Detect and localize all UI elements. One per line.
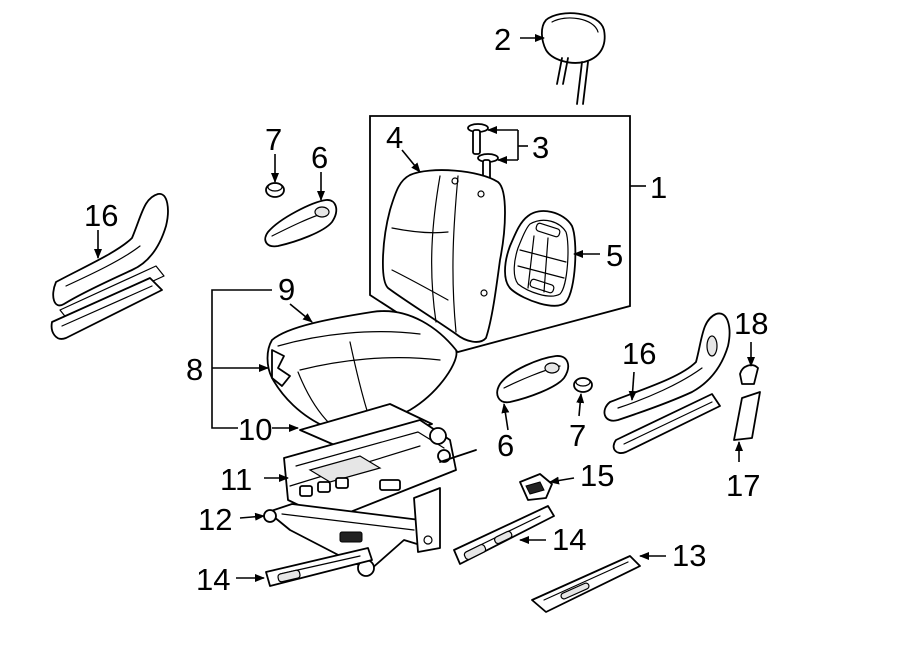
trim-piece — [733, 391, 761, 441]
clip — [739, 364, 759, 385]
callout-17: 17 — [726, 468, 760, 503]
headrest — [540, 12, 606, 105]
side-shield-left — [50, 193, 169, 340]
cap-upper — [265, 182, 285, 198]
cap-lower — [573, 377, 593, 393]
callout-6-lower: 6 — [497, 428, 514, 463]
callout-1: 1 — [650, 170, 667, 205]
track-rail-left — [265, 547, 373, 587]
bracket — [519, 473, 553, 501]
callout-2: 2 — [494, 22, 511, 57]
callout-15: 15 — [580, 458, 614, 493]
callout-4: 4 — [386, 120, 403, 155]
callout-11: 11 — [220, 462, 252, 497]
seat-cushion — [266, 310, 458, 432]
callout-10: 10 — [238, 412, 272, 447]
callout-18: 18 — [734, 306, 768, 341]
callout-14-left: 14 — [196, 562, 230, 597]
cushion-pad — [299, 403, 433, 451]
side-shield-right — [603, 312, 731, 454]
callout-14-right: 14 — [552, 522, 586, 557]
armrest-lower — [496, 355, 570, 404]
seatback-cover — [382, 169, 506, 343]
callout-9: 9 — [278, 272, 295, 307]
rail-bracket — [531, 555, 641, 613]
seat-frame — [263, 419, 477, 577]
callout-6-upper: 6 — [311, 140, 328, 175]
callout-13: 13 — [672, 538, 706, 573]
seatback-assembly-frame — [369, 115, 631, 353]
callout-16-right: 16 — [622, 336, 656, 371]
callout-7-upper: 7 — [265, 122, 282, 157]
callout-12: 12 — [198, 502, 232, 537]
track-rail-right — [453, 505, 555, 565]
callout-16-left: 16 — [84, 198, 118, 233]
callout-5: 5 — [606, 238, 623, 273]
leader-lines — [94, 34, 755, 582]
callout-3: 3 — [532, 130, 549, 165]
callout-8: 8 — [186, 352, 203, 387]
armrest-upper — [264, 199, 338, 248]
callout-7-lower: 7 — [569, 418, 586, 453]
seatback-panel — [504, 210, 577, 307]
